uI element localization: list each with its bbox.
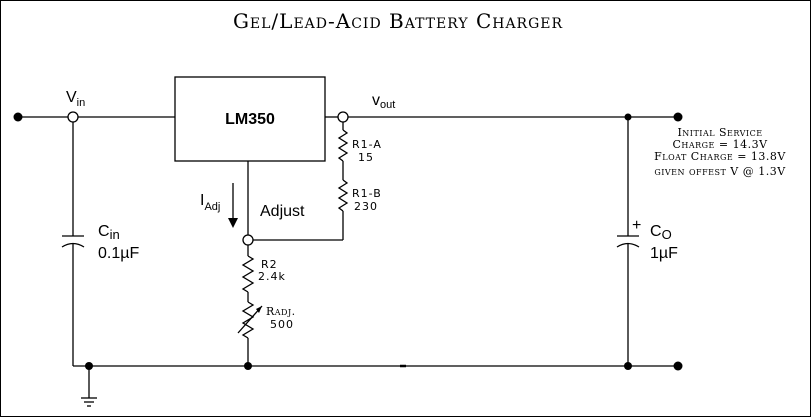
radj-ground-junction: [244, 362, 252, 370]
co-polarity: +: [632, 217, 641, 234]
co-plate-bottom: [616, 242, 640, 248]
co-value: 1µF: [650, 245, 678, 262]
adjust-label: Adjust: [260, 203, 305, 220]
r2-name: R2: [261, 258, 278, 271]
r1a-name: R1-A: [352, 138, 382, 151]
r2-resistor: [241, 255, 255, 293]
radj-value: 500: [270, 318, 294, 331]
co-ground-junction: [624, 362, 632, 370]
r1b-resistor: [337, 179, 349, 212]
note-line-3: Float Charge = 13.8V: [654, 150, 786, 163]
co-label: CO: [650, 223, 672, 242]
vin-node: [67, 111, 79, 123]
adjust-node: [242, 234, 254, 246]
radj-resistor: [241, 301, 255, 339]
note-line-4: given offest V @ 1.3V: [654, 165, 786, 178]
vout-node: [337, 111, 349, 123]
r1a-value: 15: [358, 151, 374, 164]
lm350-body: [174, 76, 326, 162]
input-terminal: [13, 112, 23, 122]
cin-label: Cin: [98, 223, 120, 242]
vin-label: Vin: [66, 89, 85, 109]
iadj-arrow-head: [228, 218, 238, 228]
output-terminal: [673, 112, 683, 122]
r1b-value: 230: [354, 200, 378, 213]
r2-value: 2.4k: [258, 270, 286, 283]
note-line-1: Initial Service: [677, 126, 762, 139]
r1b-name: R1-B: [352, 187, 382, 200]
ground-junction: [85, 362, 93, 370]
ground-terminal: [673, 361, 683, 371]
radj-name: Radj.: [266, 305, 296, 318]
radj-arrow-head: [256, 306, 262, 313]
vout-label: vout: [372, 92, 395, 111]
note-line-2: Charge = 14.3V: [672, 138, 768, 151]
iadj-label: IAdj: [200, 192, 220, 213]
co-junction-top: [624, 113, 632, 121]
lm350-label: LM350: [225, 111, 275, 128]
r1a-resistor: [337, 129, 349, 162]
cin-plate-bottom: [61, 242, 85, 248]
schematic-title: Gel/Lead-Acid Battery Charger: [233, 9, 563, 33]
cin-value: 0.1µF: [98, 245, 139, 262]
